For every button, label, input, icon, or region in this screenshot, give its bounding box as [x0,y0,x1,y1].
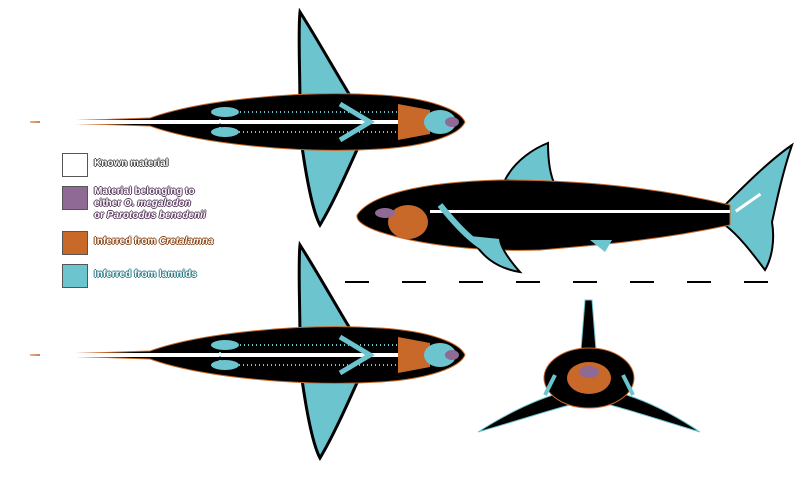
legend: Known material Material belonging to eit… [62,153,213,297]
legend-swatch-known [62,153,88,177]
front-view-shark [477,299,701,433]
legend-swatch-lamnids [62,264,88,288]
legend-label: Inferred from Cretalamna [94,236,214,247]
legend-swatch-cretalamna [62,231,88,255]
legend-item-lamnids: Inferred from lamnids [62,264,213,288]
legend-item-megalodon: Material belonging to either O. megalodo… [62,186,213,222]
legend-label: Known material [94,158,169,169]
lateral-view-shark [356,141,794,274]
legend-item-cretalamna: Inferred from Cretalamna [62,231,213,255]
legend-label: Material belonging to either O. megalodo… [94,186,206,221]
legend-swatch-megalodon [62,186,88,210]
legend-item-known: Known material [62,153,213,177]
legend-label: Inferred from lamnids [94,269,197,280]
